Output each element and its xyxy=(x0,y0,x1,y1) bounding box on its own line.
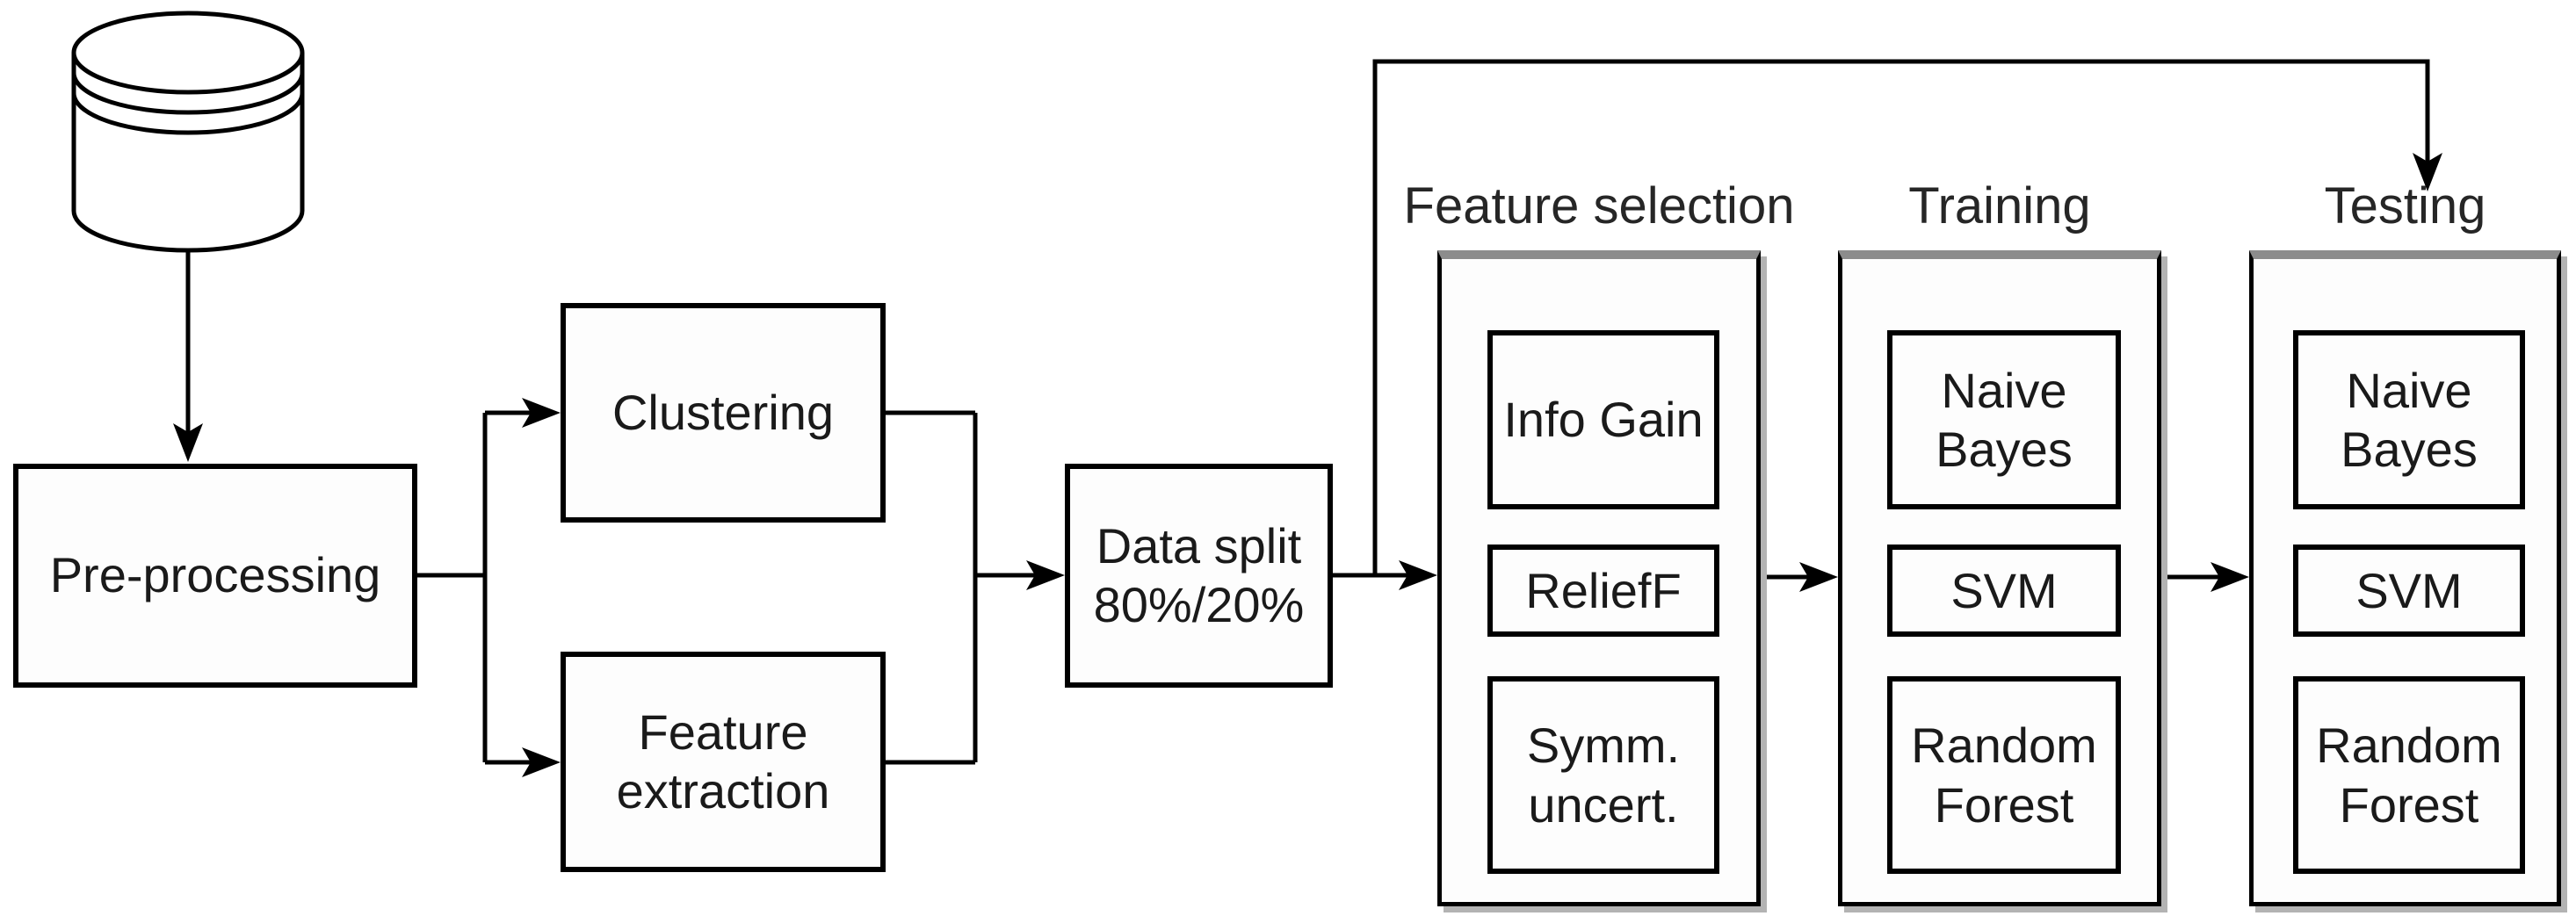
edge-bypass-testing xyxy=(1372,59,2430,575)
node-clustering-label: Clustering xyxy=(611,384,835,440)
node-preprocessing: Pre-processing xyxy=(13,464,417,688)
node-data-split-label: Data split 80%/20% xyxy=(1093,518,1305,632)
node-symm-uncert: Symm. uncert. xyxy=(1487,676,1719,874)
group-title-training: Training xyxy=(1908,177,2091,234)
node-training-random-forest: Random Forest xyxy=(1887,676,2121,874)
node-training-svm: SVM xyxy=(1887,545,2121,637)
arrowhead-into-preprocessing xyxy=(173,423,203,462)
node-feature-extraction-label: Feature extraction xyxy=(616,704,830,819)
arrowhead-into-clustering xyxy=(522,398,561,428)
node-preprocessing-label: Pre-processing xyxy=(49,547,381,603)
arrowhead-into-training xyxy=(1799,562,1838,592)
node-data-split: Data split 80%/20% xyxy=(1065,464,1333,688)
node-testing-naive-bayes: Naive Bayes xyxy=(2293,330,2525,509)
arrowhead-into-testing-left xyxy=(2211,562,2249,592)
group-feature-selection: Info Gain ReliefF Symm. uncert. xyxy=(1437,250,1761,906)
group-title-feature-selection: Feature selection xyxy=(1403,177,1795,234)
arrowhead-into-feature-extraction xyxy=(522,747,561,777)
node-testing-random-forest: Random Forest xyxy=(2293,676,2525,874)
node-testing-svm: SVM xyxy=(2293,545,2525,637)
node-feature-extraction: Feature extraction xyxy=(561,652,886,872)
group-testing: Naive Bayes SVM Random Forest xyxy=(2249,250,2561,906)
node-info-gain: Info Gain xyxy=(1487,330,1719,509)
arrowhead-bypass-into-testing xyxy=(2413,153,2442,191)
arrowhead-into-data-split xyxy=(1026,560,1065,590)
group-training: Naive Bayes SVM Random Forest xyxy=(1838,250,2161,906)
database-cylinder-icon xyxy=(71,11,305,253)
node-clustering: Clustering xyxy=(561,303,886,523)
arrowhead-into-feature-selection xyxy=(1399,560,1437,590)
node-training-naive-bayes: Naive Bayes xyxy=(1887,330,2121,509)
node-relieff: ReliefF xyxy=(1487,545,1719,637)
group-title-testing: Testing xyxy=(2324,177,2486,234)
